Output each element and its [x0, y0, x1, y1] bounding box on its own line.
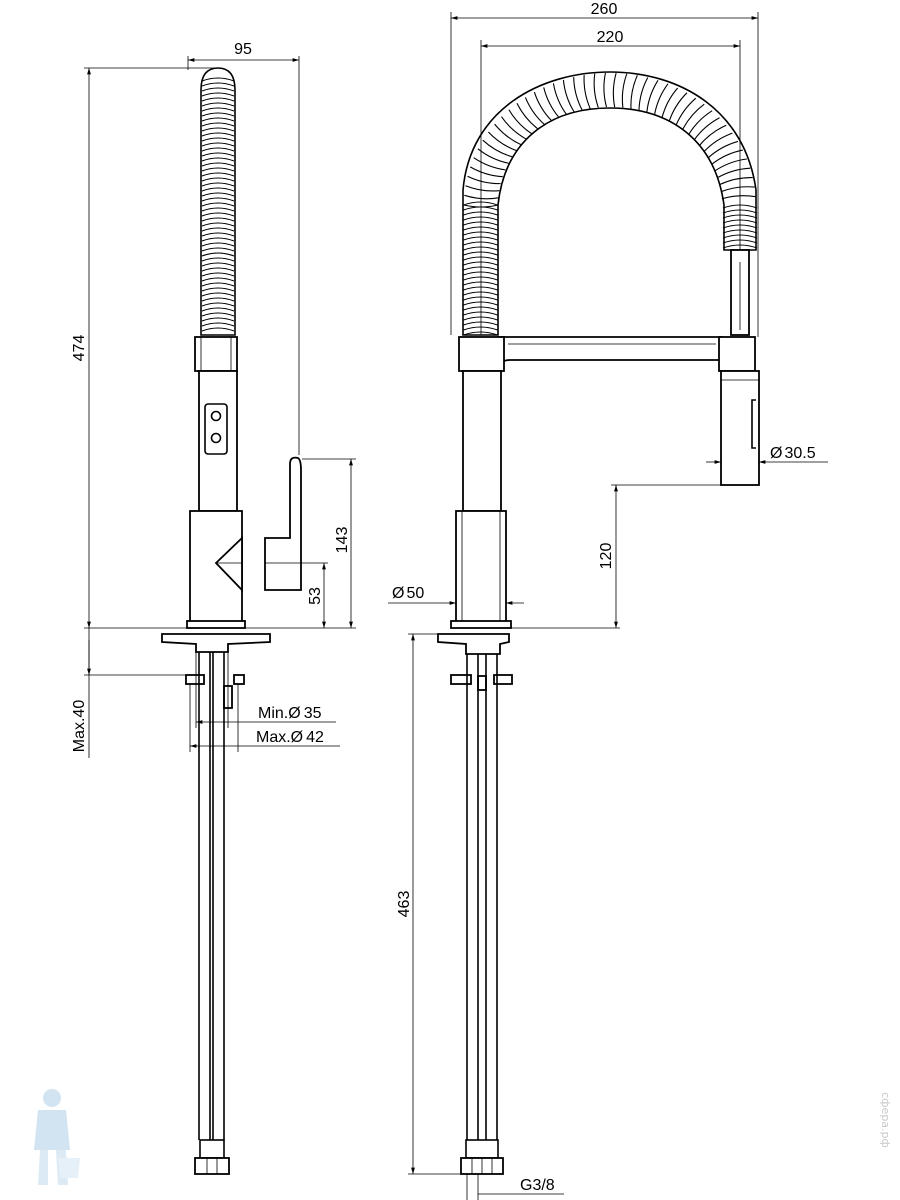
- side-hose-nuts: [194, 1139, 230, 1175]
- dim-95-label: 95: [234, 41, 252, 58]
- lever-cone: [214, 535, 243, 593]
- side-nut-right: [233, 674, 245, 685]
- thread-label: G3/8: [520, 1177, 555, 1194]
- dim-width-260: 260: [450, 1, 759, 337]
- dim-thread-g3-8: G3/8: [466, 1174, 564, 1200]
- front-arch-spring: [462, 71, 758, 336]
- side-nut-left: [185, 674, 205, 685]
- side-spring-coil: [200, 67, 236, 336]
- dim-463-label: 463: [396, 891, 413, 918]
- svg-text:Min.Ø35: Min.Ø35: [258, 705, 322, 722]
- side-base-ring: [186, 620, 246, 629]
- dim-220-label: 220: [597, 29, 624, 46]
- dim-height-474: 474: [71, 67, 270, 629]
- diameter-symbol: Ø: [288, 705, 300, 722]
- dim-height-463: 463: [396, 633, 460, 1175]
- dim-min-35-label: 35: [304, 705, 322, 722]
- front-hose-nuts: [460, 1139, 504, 1175]
- side-hoses: [198, 652, 225, 1140]
- dim-53-label: 53: [307, 587, 324, 605]
- dim-height-120: 120: [511, 484, 721, 629]
- diameter-symbol: Ø: [392, 585, 404, 602]
- svg-text:Ø50: Ø50: [392, 585, 424, 602]
- side-view: 95 474 143 53 Max.40: [71, 41, 356, 1175]
- front-deck-plate: [437, 633, 510, 655]
- diameter-symbol: Ø: [770, 445, 782, 462]
- front-nut-right: [493, 674, 513, 685]
- dim-height-143: 143: [270, 458, 356, 629]
- dim-max-42-label: 42: [306, 729, 324, 746]
- front-nut-left: [450, 674, 472, 685]
- dim-max-prefix: Max.: [256, 729, 291, 746]
- front-upright: [462, 370, 502, 512]
- lever-handle: [264, 456, 302, 591]
- front-base-ring: [450, 620, 512, 629]
- dim-260-label: 260: [591, 1, 618, 18]
- dim-width-220: 220: [480, 29, 741, 335]
- front-left-collar: [458, 336, 505, 372]
- front-hoses: [466, 654, 498, 1140]
- front-stud: [477, 675, 487, 691]
- svg-text:Max.Ø42: Max.Ø42: [256, 729, 324, 746]
- front-right-collar: [718, 336, 756, 372]
- front-bridge: [497, 336, 723, 369]
- dim-max-40: Max.40: [71, 628, 186, 758]
- diameter-symbol: Ø: [291, 729, 303, 746]
- side-deck-plate: [161, 633, 271, 653]
- dim-width-95: 95: [187, 41, 300, 455]
- front-spray-head: [720, 370, 760, 486]
- dim-height-53: 53: [290, 562, 328, 628]
- svg-text:Ø30.5: Ø30.5: [770, 445, 816, 462]
- dim-143-label: 143: [334, 527, 351, 554]
- spray-buttons: [204, 403, 228, 455]
- dim-30-5-label: 30.5: [784, 445, 815, 462]
- front-base-body: [455, 510, 507, 624]
- plumber-mascot-icon: [34, 1089, 80, 1185]
- dim-474-label: 474: [71, 335, 88, 362]
- dim-50-label: 50: [406, 585, 424, 602]
- dim-min-prefix: Min.: [258, 705, 288, 722]
- dim-max-40-label: Max.40: [71, 700, 88, 753]
- dim-120-label: 120: [598, 543, 615, 570]
- watermark-text: сфера.рф: [879, 1092, 892, 1148]
